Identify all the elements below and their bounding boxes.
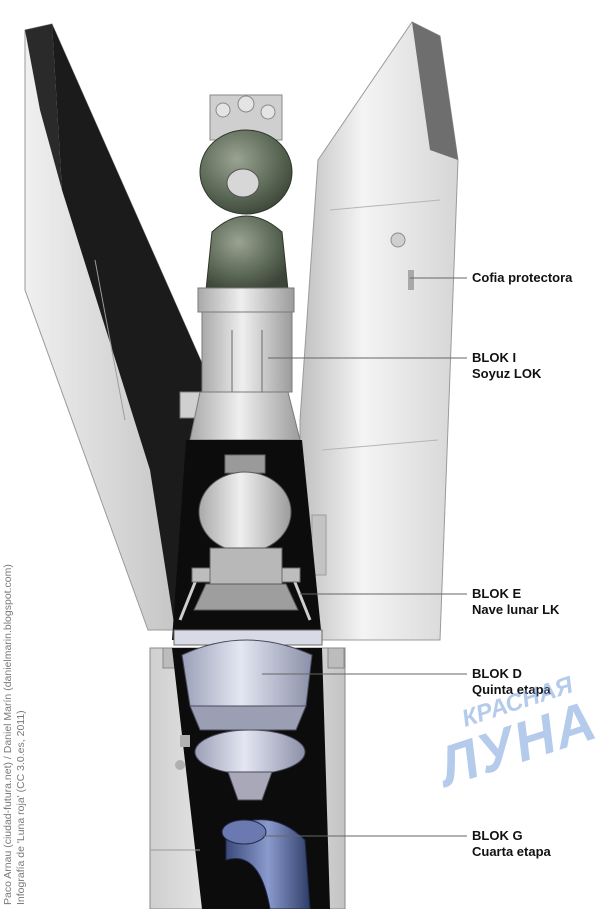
label-blok-e: BLOK E Nave lunar LK — [472, 586, 560, 617]
label-blok-d: BLOK D Quinta etapa — [472, 666, 551, 697]
fairing-left — [24, 23, 206, 631]
credit-text: Paco Arnau (ciudad-futura.net) / Daniel … — [2, 564, 27, 905]
label-blok-i: BLOK I Soyuz LOK — [472, 350, 542, 381]
blok-d — [173, 629, 323, 801]
label-fairing: Cofia protectora — [472, 270, 573, 285]
fairing-right — [299, 21, 459, 641]
lk-lander — [178, 471, 312, 621]
soyuz-lok — [179, 94, 301, 441]
blok-g — [221, 819, 311, 909]
leader-lines — [262, 277, 467, 837]
label-blok-g: BLOK G Cuarta etapa — [472, 828, 551, 859]
